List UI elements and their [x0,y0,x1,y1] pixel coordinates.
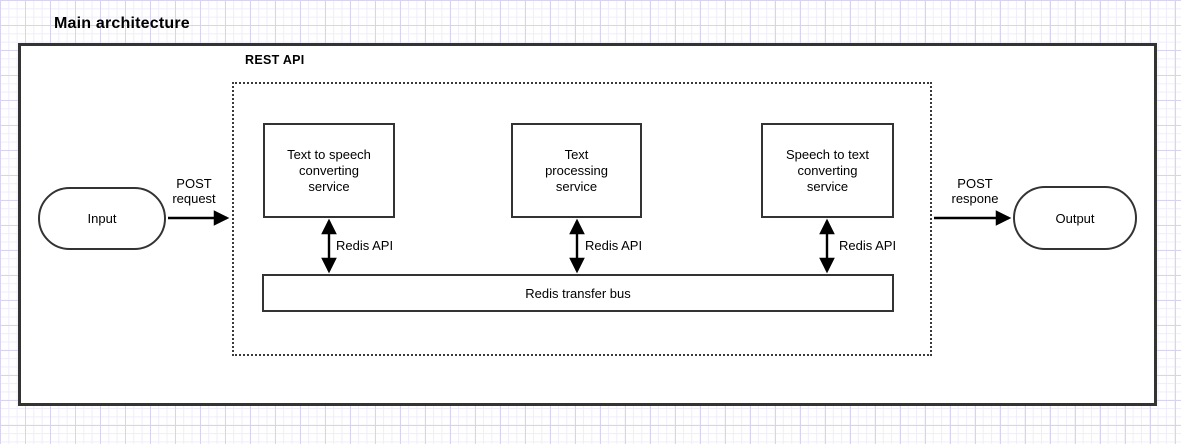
diagram-title: Main architecture [54,15,190,32]
node-redis-transfer-bus: Redis transfer bus [262,274,894,312]
rest-api-boundary [232,82,932,356]
edge-label-redis-api-1: Redis API [336,238,394,253]
main-architecture-container [18,43,1157,406]
node-output-label: Output [1055,210,1095,226]
node-text-processing-service: Text processing service [511,123,642,218]
node-input: Input [38,187,166,250]
edge-label-redis-api-2: Redis API [585,238,643,253]
edge-label-redis-api-3: Redis API [839,238,897,253]
node-redis-transfer-bus-label: Redis transfer bus [525,285,631,301]
edge-label-post-request: POST request [172,176,216,206]
edge-label-post-respone: POST respone [951,176,999,206]
node-speech-to-text-service: Speech to text converting service [761,123,894,218]
node-text-processing-label: Text processing service [545,146,608,194]
node-text-to-speech-label: Text to speech converting service [287,146,371,194]
node-text-to-speech-service: Text to speech converting service [263,123,395,218]
rest-api-label: REST API [245,53,305,67]
node-output: Output [1013,186,1137,250]
node-input-label: Input [87,211,117,226]
node-speech-to-text-label: Speech to text converting service [785,146,870,194]
